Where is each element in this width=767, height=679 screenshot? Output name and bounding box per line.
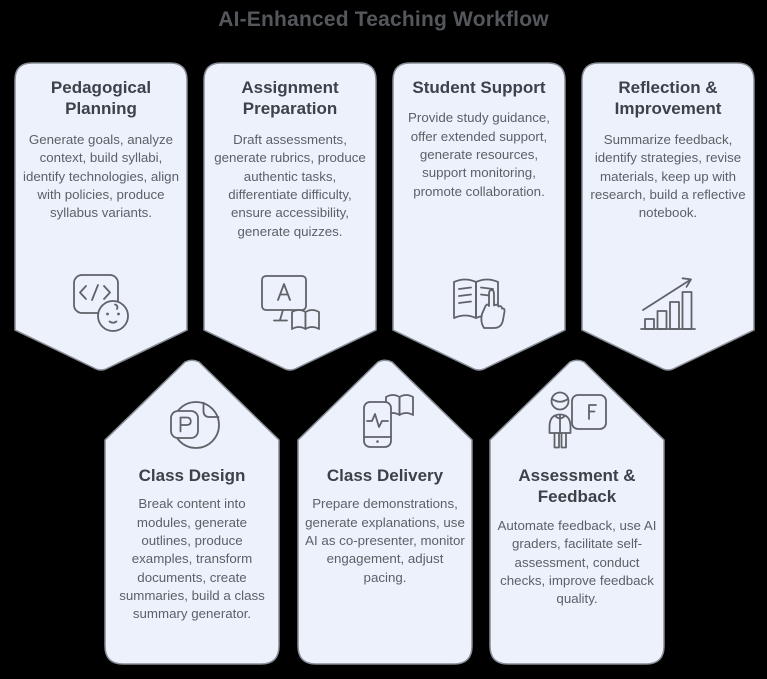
card-class-design: Class Design Break content into modules,… <box>104 358 280 665</box>
page-title: AI-Enhanced Teaching Workflow <box>218 8 549 31</box>
card-description: Draft assessments, generate rubrics, pro… <box>214 131 366 239</box>
card-description: Summarize feedback, identify strategies,… <box>590 131 746 221</box>
teacher-board-icon <box>545 388 609 452</box>
card-description: Break content into modules, generate out… <box>119 496 265 622</box>
pie-presentation-icon <box>160 388 224 452</box>
card-description: Generate goals, analyze context, build s… <box>23 131 179 221</box>
card-title: Class Design <box>138 466 246 485</box>
card-title: Assessment & Feedback <box>518 466 636 507</box>
card-arrow-up-shape <box>104 359 280 665</box>
card-arrow-down-shape <box>392 62 566 371</box>
card-title: Pedagogical Planning <box>50 78 152 119</box>
card-class-delivery: Class Delivery Prepare demonstrations, g… <box>297 358 473 665</box>
card-title: Assignment Preparation <box>241 78 339 119</box>
card-description: Automate feedback, use AI graders, facil… <box>497 517 657 607</box>
card-arrow-up-shape <box>297 359 473 665</box>
card-arrow-up-shape <box>489 359 665 665</box>
card-title: Reflection & Improvement <box>614 78 722 119</box>
monitor-book-icon <box>258 272 322 336</box>
book-pointing-hand-icon <box>447 272 511 336</box>
card-pedagogical-planning: Pedagogical Planning Generate goals, ana… <box>14 62 188 372</box>
card-description: Prepare demonstrations, generate explana… <box>305 496 465 585</box>
card-reflection-improvement: Reflection & Improvement Summarize feedb… <box>581 62 755 372</box>
card-description: Provide study guidance, offer extended s… <box>408 110 550 199</box>
card-arrow-down-shape <box>581 62 755 371</box>
code-smiley-icon <box>69 272 133 336</box>
card-assessment-feedback: Assessment & Feedback Automate feedback,… <box>489 358 665 665</box>
card-student-support: Student Support Provide study guidance, … <box>392 62 566 372</box>
phone-book-icon <box>353 388 417 452</box>
growth-chart-icon <box>636 272 700 336</box>
card-arrow-down-shape <box>203 62 377 371</box>
card-assignment-preparation: Assignment Preparation Draft assessments… <box>203 62 377 372</box>
card-title: Class Delivery <box>326 466 444 485</box>
card-title: Student Support <box>412 78 546 97</box>
card-arrow-down-shape <box>14 62 188 371</box>
